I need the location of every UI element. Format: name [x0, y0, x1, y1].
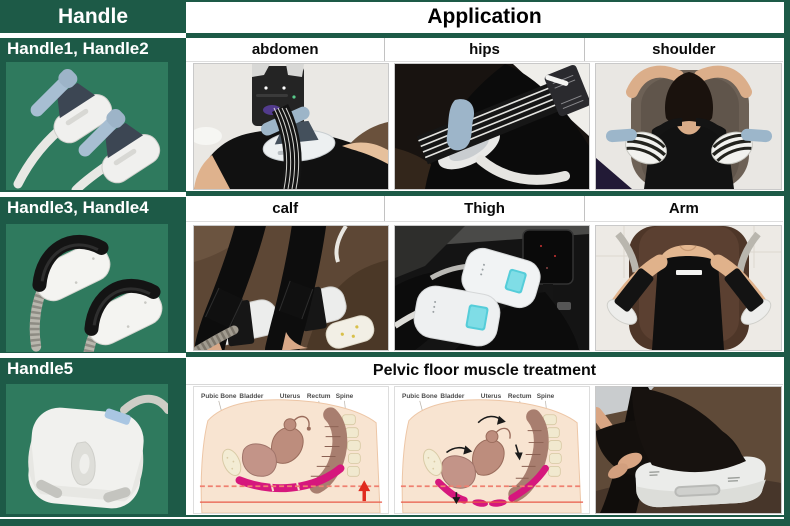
- application-label-hips: hips: [384, 38, 583, 61]
- pelvic-diagram-normal-illustration: Pubic Bone Bladder Uterus Rectum Spine: [194, 387, 388, 513]
- abdomen-photo: [193, 63, 389, 190]
- handle-row2-label: Handle3, Handle4: [7, 198, 149, 217]
- descent-arrow-icons: [445, 415, 523, 505]
- pelvic-treatment-header: Pelvic floor muscle treatment: [186, 357, 783, 385]
- arm-illustration: [596, 226, 781, 350]
- up-arrow-icon: [358, 480, 371, 502]
- thigh-photo: [394, 225, 590, 351]
- application-label-thigh: Thigh: [384, 196, 583, 221]
- application-label-abdomen: abdomen: [251, 41, 319, 58]
- table-top-border: [186, 0, 790, 2]
- application-row2-labels: calf Thigh Arm: [186, 196, 783, 222]
- handle5-product-image: [6, 384, 168, 514]
- handle-row3-label: Handle5: [7, 359, 74, 378]
- pelvic-label-pubic-bone: Pubic Bone: [201, 393, 237, 400]
- seat-treatment-illustration: [596, 387, 781, 513]
- application-column-header: Application: [186, 2, 783, 33]
- pelvic-label-spine: Spine: [537, 393, 555, 400]
- row-divider: [0, 192, 186, 197]
- handle-column: Handle Handle1, Handle2: [0, 0, 186, 526]
- application-label-calf: calf: [272, 200, 299, 217]
- handle-header-label: Handle: [57, 5, 128, 28]
- row-divider: [0, 33, 186, 38]
- row-divider: [186, 191, 790, 196]
- application-label-arm: Arm: [583, 196, 783, 221]
- pelvic-label-spine: Spine: [336, 393, 354, 400]
- pelvic-label-bladder: Bladder: [440, 393, 464, 400]
- application-row1-labels: abdomen hips shoulder: [186, 38, 783, 62]
- shoulder-photo: [595, 63, 782, 190]
- header-divider: [186, 33, 790, 38]
- handle-row1-label: Handle1, Handle2: [7, 39, 149, 58]
- pelvic-label-rectum: Rectum: [508, 393, 532, 400]
- calf-photo: [193, 225, 389, 351]
- application-label-shoulder: shoulder: [583, 38, 783, 61]
- abdomen-illustration: [194, 64, 388, 189]
- pelvic-label-bladder: Bladder: [239, 393, 263, 400]
- pelvic-label-uterus: Uterus: [481, 393, 502, 400]
- table-right-border: [784, 0, 790, 526]
- pelvic-label-uterus: Uterus: [280, 393, 301, 400]
- table-bottom-border: [0, 515, 790, 526]
- handle5-illustration: [6, 384, 168, 514]
- handle12-product-image: [6, 62, 168, 190]
- pelvic-diagram-prolapse: Pubic Bone Bladder Uterus Rectum Spine: [394, 386, 590, 514]
- sagging-pelvic-floor-muscle: [435, 464, 549, 507]
- handle-column-header: Handle: [0, 0, 186, 33]
- shoulder-illustration: [596, 64, 781, 189]
- pelvic-diagram-prolapse-illustration: Pubic Bone Bladder Uterus Rectum Spine: [395, 387, 589, 513]
- calf-illustration: [194, 226, 388, 350]
- pelvic-diagram-normal: Pubic Bone Bladder Uterus Rectum Spine: [193, 386, 389, 514]
- handle34-illustration: [6, 224, 168, 352]
- application-header-label: Application: [427, 5, 542, 28]
- seat-treatment-photo: [595, 386, 782, 514]
- thigh-illustration: [395, 226, 589, 350]
- row-divider: [186, 352, 790, 357]
- hips-illustration: [395, 64, 589, 189]
- arm-photo: [595, 225, 782, 351]
- pelvic-label-rectum: Rectum: [307, 393, 331, 400]
- handle34-product-image: [6, 224, 168, 352]
- handle12-illustration: [6, 62, 168, 190]
- pelvic-label-pubic-bone: Pubic Bone: [402, 393, 438, 400]
- row-divider: [0, 353, 186, 358]
- hips-photo: [394, 63, 590, 190]
